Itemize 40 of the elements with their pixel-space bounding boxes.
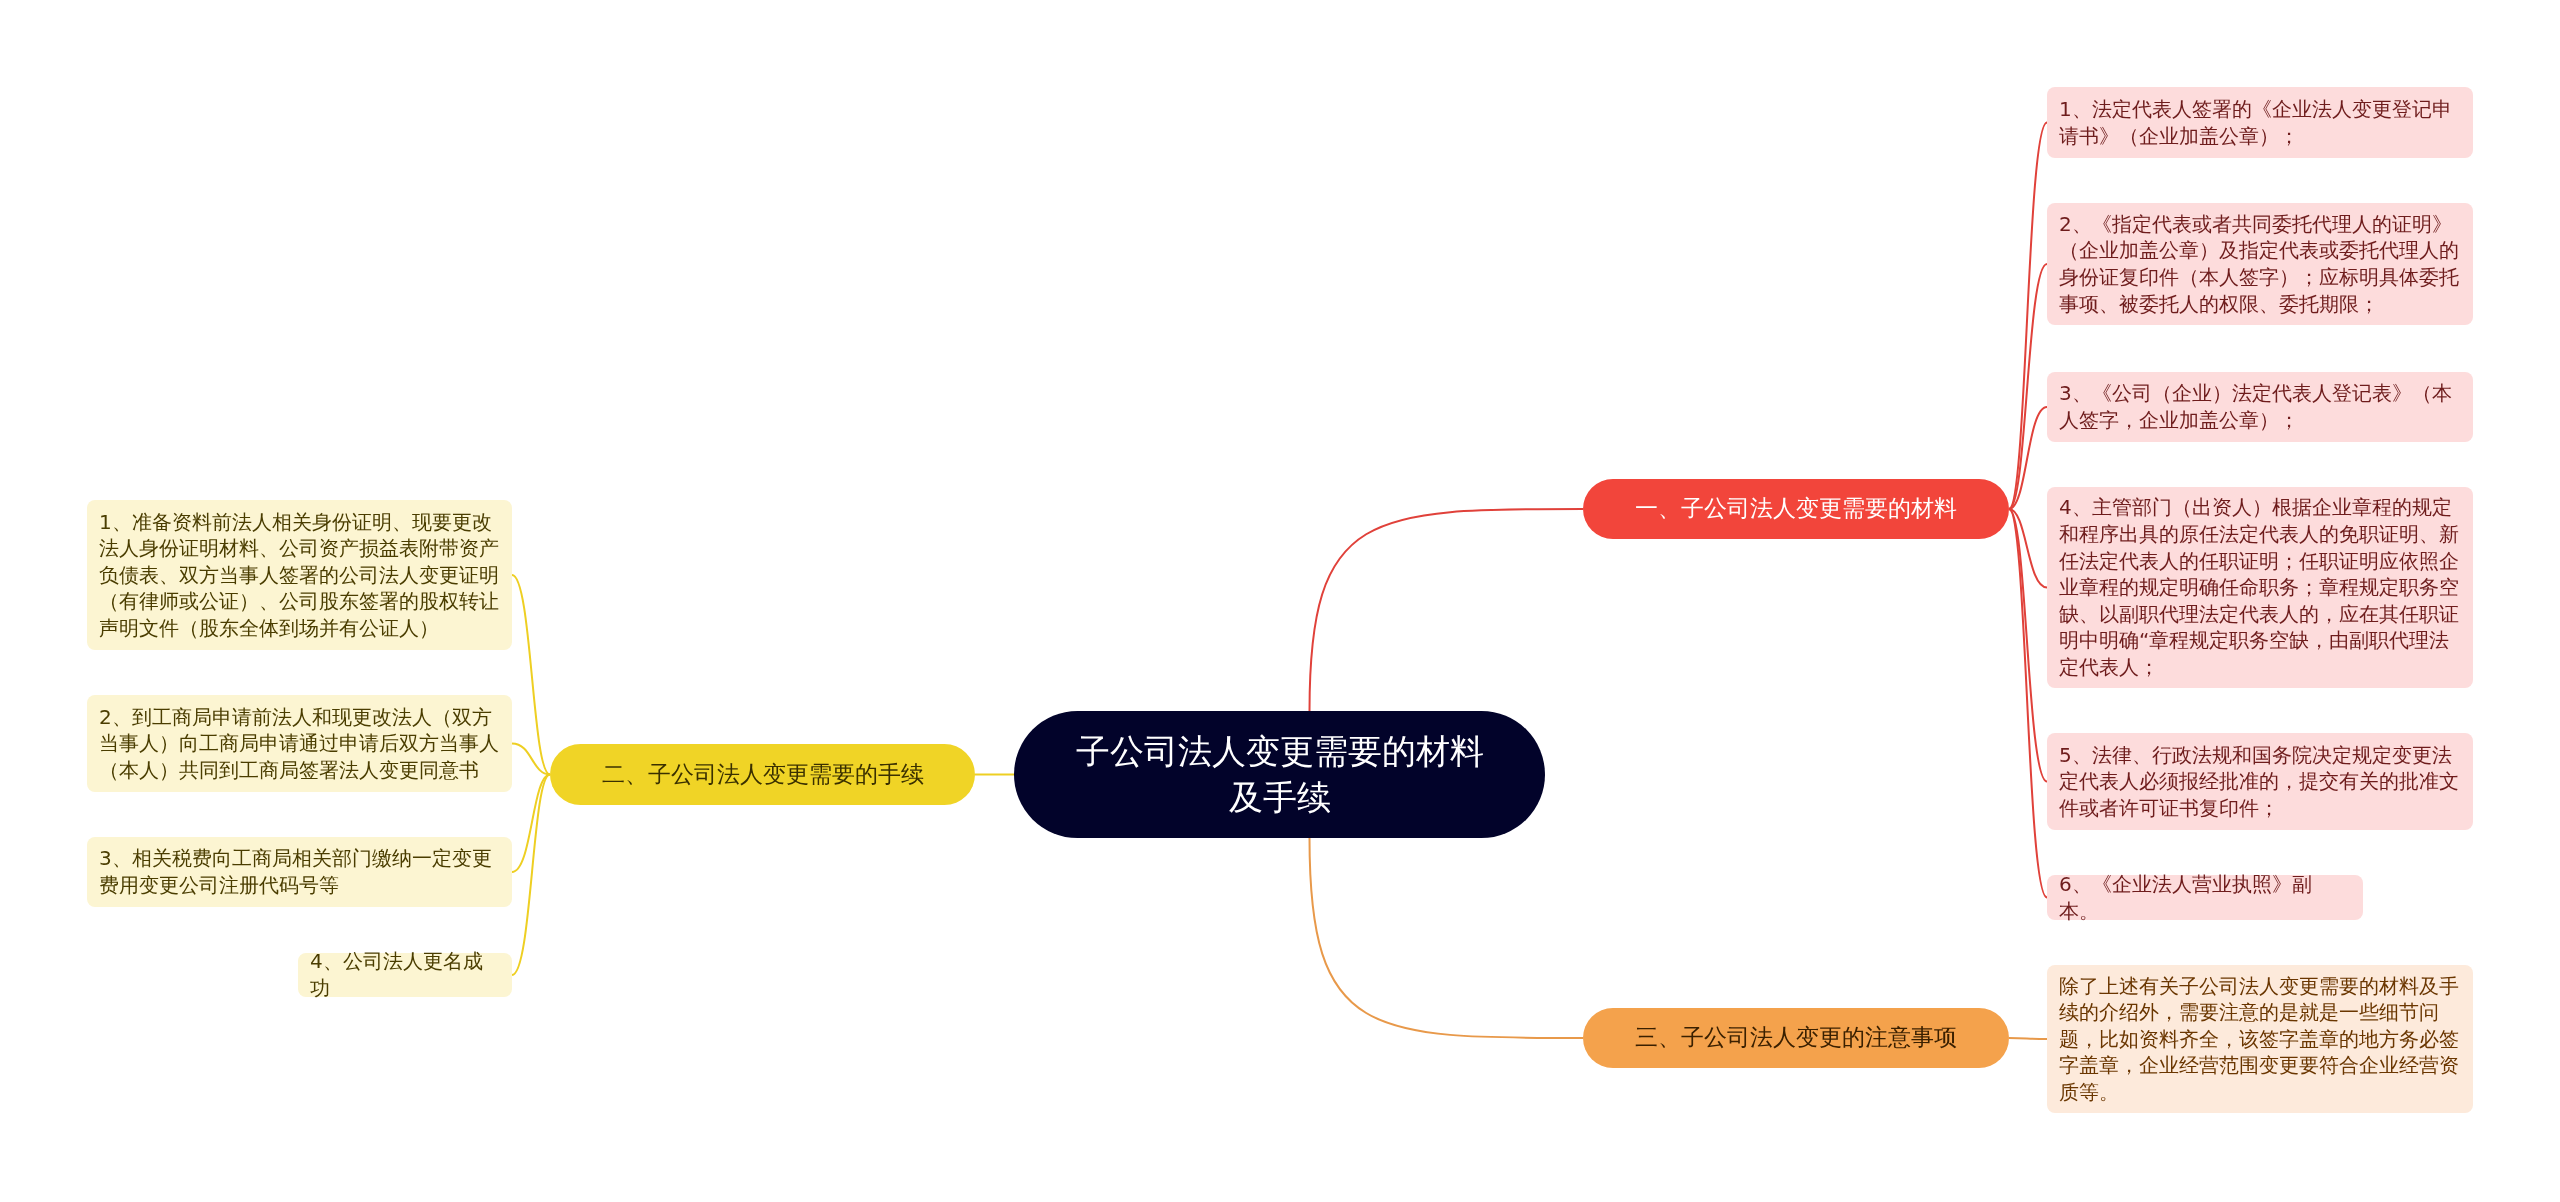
connector-line <box>511 773 551 873</box>
card-text: 2、《指定代表或者共同委托代理人的证明》（企业加盖公章）及指定代表或委托代理人的身份证复印件（本人签字）；应标明具体委托事项、被委托人的权限、委托期限； <box>2059 210 2460 318</box>
branch-box <box>1583 1008 2009 1068</box>
branch-box <box>1583 479 2009 539</box>
topic-card <box>2047 203 2473 325</box>
branch-title: 一、子公司法人变更需要的材料 <box>1635 494 1957 524</box>
branch-title: 二、子公司法人变更需要的手续 <box>601 759 924 789</box>
card-text: 5、法律、行政法规和国务院决定规定变更法定代表人必须报经批准的，提交有关的批准文件或者许可证书复印件； <box>2059 741 2460 822</box>
connector-line <box>1308 508 1584 712</box>
card-text: 1、准备资料前法人相关身份证明、现要更改法人身份证明材料、公司资产损益表附带资产负债表、双方当事人签署的公司法人变更证明（有律师或公证）、公司股东签署的股权转让声明文件（股东全体到场并有公证人） <box>99 508 500 642</box>
topic-card <box>87 695 512 792</box>
connector-line <box>511 574 551 776</box>
topic-card <box>87 837 512 907</box>
topic-title: 子公司法人变更需要的材料及手续 <box>1074 729 1485 819</box>
card-text: 除了上述有关子公司法人变更需要的材料及手续的介绍外，需要注意的是就是一些细节问题，比如资料齐全，该签字盖章的地方务必签字盖章，企业经营范围变更要符合企业经营资质等。 <box>2059 972 2460 1106</box>
card-text: 2、到工商局申请前法人和现更改法人（双方当事人）向工商局申请通过申请后双方当事人（本人）共同到工商局签署法人变更同意书 <box>99 703 500 784</box>
connector-line <box>511 773 551 976</box>
card-text: 3、相关税费向工商局相关部门缴纳一定变更费用变更公司注册代码号等 <box>99 845 493 899</box>
topic-card <box>87 500 512 650</box>
connector-line <box>2008 508 2048 589</box>
connector-line <box>1308 837 1584 1039</box>
branch-title: 三、子公司法人变更的注意事项 <box>1635 1023 1957 1053</box>
card-text: 3、《公司（企业）法定代表人登记表》（本人签字，企业加盖公章）； <box>2059 380 2453 434</box>
card-text: 4、公司法人更名成功 <box>310 948 484 1002</box>
connector-line <box>2008 406 2048 510</box>
connector-line <box>2008 121 2048 510</box>
connector-line <box>2008 263 2048 510</box>
connector-line <box>974 773 1015 776</box>
topic-card <box>2047 875 2363 920</box>
connector-line <box>2008 508 2048 899</box>
topic-card <box>2047 372 2473 442</box>
connector-line <box>2008 1037 2048 1040</box>
card-text: 1、法定代表人签署的《企业法人变更登记申请书》（企业加盖公章）； <box>2059 95 2453 150</box>
card-text: 6、《企业法人营业执照》副本。 <box>2059 870 2313 925</box>
topic-card <box>2047 87 2473 158</box>
connector-line <box>511 742 551 776</box>
topic-card <box>298 953 512 997</box>
branch-box <box>550 744 975 805</box>
topic-card <box>2047 733 2473 830</box>
card-text: 4、主管部门（出资人）根据企业章程的规定和程序出具的原任法定代表人的免职证明、新任法定代表人的任职证明；任职证明应依照企业章程的规定明确任命职务；章程规定职务空缺、以副职代理法定代表人的，应在其任职证明中明确“章程规定职务空缺，由副职代理法定代表人； <box>2059 494 2460 681</box>
